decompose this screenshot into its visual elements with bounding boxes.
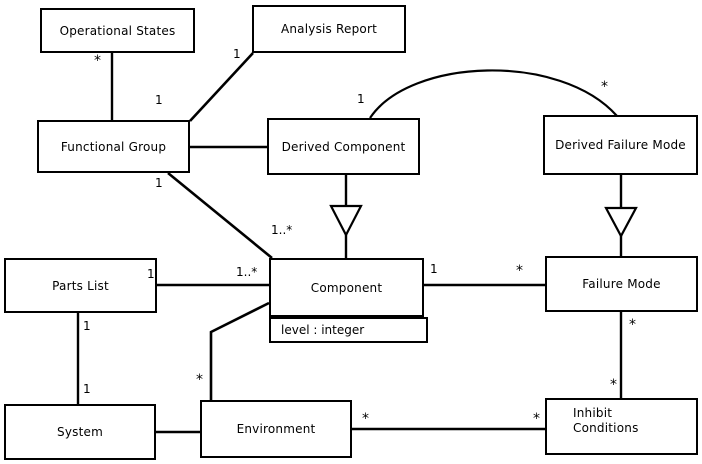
multiplicity-component-upper-left: 1..* xyxy=(271,223,293,237)
multiplicity-parts-list-right: 1 xyxy=(147,267,155,281)
multiplicity-functional-group-analysis-report: 1 xyxy=(233,47,241,61)
class-box-parts-list[interactable]: Parts List xyxy=(4,258,157,313)
connector-derived-component-derived-failure-mode xyxy=(369,69,618,119)
multiplicity-component-left: 1..* xyxy=(236,265,258,279)
class-box-functional-group[interactable]: Functional Group xyxy=(37,120,190,173)
multiplicity-inhibit-conditions-left: * xyxy=(533,411,540,427)
class-name-derived-component: Derived Component xyxy=(281,139,406,154)
class-box-environment[interactable]: Environment xyxy=(200,400,352,458)
class-name-environment: Environment xyxy=(236,422,316,436)
class-name-derived-failure-mode: Derived Failure Mode xyxy=(555,138,686,152)
class-name-failure-mode: Failure Mode xyxy=(582,277,661,291)
multiplicity-parts-list-bottom: 1 xyxy=(83,319,91,333)
multiplicity-environment-right: * xyxy=(362,411,369,427)
multiplicity-inhibit-conditions-top: * xyxy=(610,377,617,393)
class-name-functional-group: Functional Group xyxy=(60,139,167,154)
multiplicity-failure-mode-bottom: * xyxy=(629,317,636,333)
class-attributes-component[interactable]: level : integer xyxy=(269,317,428,343)
class-box-derived-component[interactable]: Derived Component xyxy=(267,118,420,175)
multiplicity-functional-group-bottom: 1 xyxy=(155,176,163,190)
class-box-component[interactable]: Component xyxy=(269,258,424,317)
class-box-analysis-report[interactable]: Analysis Report xyxy=(252,5,406,53)
connector-functional-group-analysis-report xyxy=(189,52,254,122)
multiplicity-operational-states-functional-group: * xyxy=(94,53,101,69)
multiplicity-failure-mode-left: * xyxy=(516,263,523,279)
class-name-inhibit-conditions: Inhibit Conditions xyxy=(573,406,639,435)
generalization-triangle-component xyxy=(329,204,363,238)
connector-functional-group-component xyxy=(167,171,273,260)
connector-component-environment xyxy=(209,301,270,400)
class-name-operational-states: Operational States xyxy=(59,23,176,38)
multiplicity-derived-component-left: 1 xyxy=(357,92,365,106)
attribute-level: level : integer xyxy=(281,323,365,337)
class-box-inhibit-conditions[interactable]: Inhibit Conditions xyxy=(545,398,698,455)
class-name-system: System xyxy=(57,425,103,439)
generalization-triangle-failure-mode xyxy=(604,206,638,239)
class-box-derived-failure-mode[interactable]: Derived Failure Mode xyxy=(543,115,698,175)
multiplicity-system-top: 1 xyxy=(83,382,91,396)
multiplicity-environment-top: * xyxy=(196,372,203,388)
class-name-analysis-report: Analysis Report xyxy=(280,22,378,36)
class-name-parts-list: Parts List xyxy=(52,278,109,293)
class-box-operational-states[interactable]: Operational States xyxy=(40,8,195,53)
multiplicity-component-right: 1 xyxy=(430,262,438,276)
multiplicity-derived-failure-mode-top: * xyxy=(601,79,608,95)
multiplicity-functional-group-top: 1 xyxy=(155,93,163,107)
class-box-failure-mode[interactable]: Failure Mode xyxy=(545,256,698,312)
class-box-system[interactable]: System xyxy=(4,404,156,460)
class-name-component: Component xyxy=(310,280,383,295)
